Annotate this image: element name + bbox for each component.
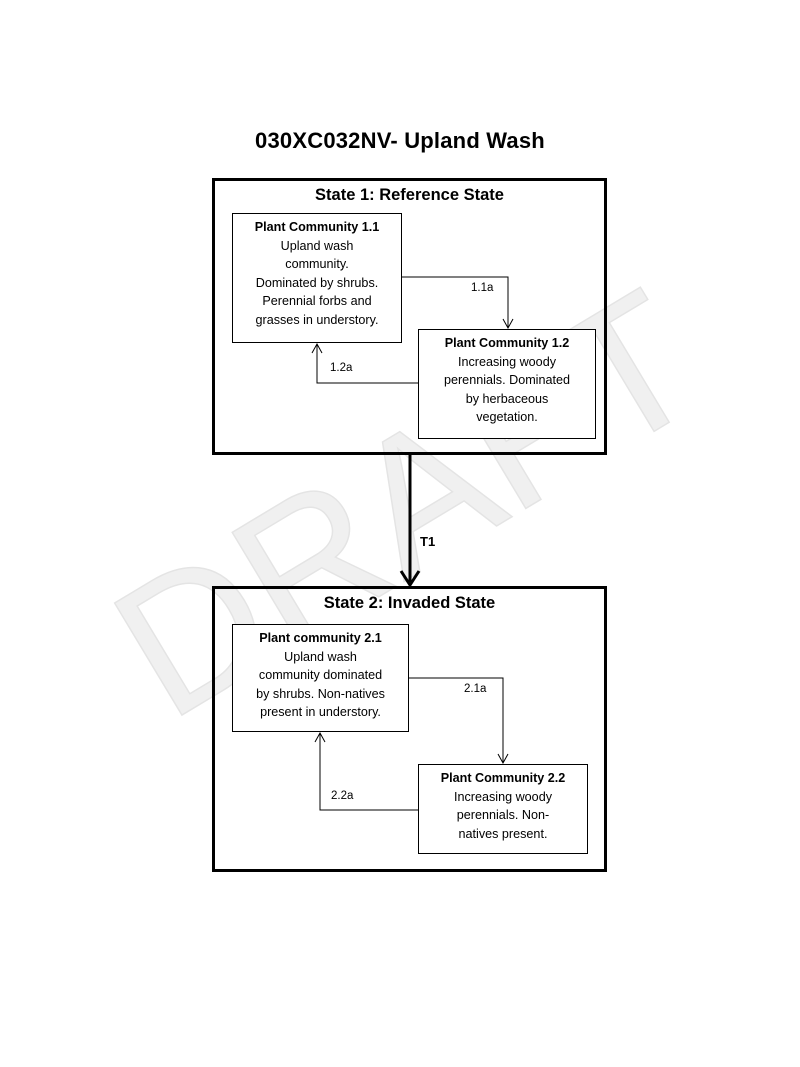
plant-community-2-1-title: Plant community 2.1 xyxy=(259,631,382,645)
plant-community-1-1-description: Upland wash community. Dominated by shru… xyxy=(255,238,379,327)
page-title: 030XC032NV- Upland Wash xyxy=(255,128,545,153)
plant-community-1-2-description: Increasing woody perennials. Dominated b… xyxy=(443,354,570,425)
pathway-label-2-2a: 2.2a xyxy=(331,790,354,802)
plant-community-2-2-title: Plant Community 2.2 xyxy=(440,771,566,785)
plant-community-1-2-title: Plant Community 1.2 xyxy=(444,336,570,350)
plant-community-1-1-title: Plant Community 1.1 xyxy=(254,220,380,234)
state-1-title: State 1: Reference State xyxy=(315,186,504,204)
plant-community-2-1-description: Upland wash community dominated by shrub… xyxy=(256,649,385,720)
pathway-label-1-2a: 1.2a xyxy=(330,362,353,374)
plant-community-1-2: Plant Community 1.2 Increasing woody per… xyxy=(418,329,596,439)
plant-community-2-2: Plant Community 2.2 Increasing woody per… xyxy=(418,764,588,854)
state-2-title: State 2: Invaded State xyxy=(323,594,496,612)
plant-community-2-2-description: Increasing woody perennials. Non- native… xyxy=(453,789,552,841)
plant-community-2-1: Plant community 2.1 Upland wash communit… xyxy=(232,624,409,732)
pathway-label-2-1a: 2.1a xyxy=(464,683,487,695)
transition-label-t1: T1 xyxy=(420,534,436,549)
arrowhead-t1 xyxy=(399,570,421,588)
plant-community-1-1: Plant Community 1.1 Upland wash communit… xyxy=(232,213,402,343)
pathway-label-1-1a: 1.1a xyxy=(471,282,494,294)
state-1-box: State 1: Reference State xyxy=(212,178,607,455)
